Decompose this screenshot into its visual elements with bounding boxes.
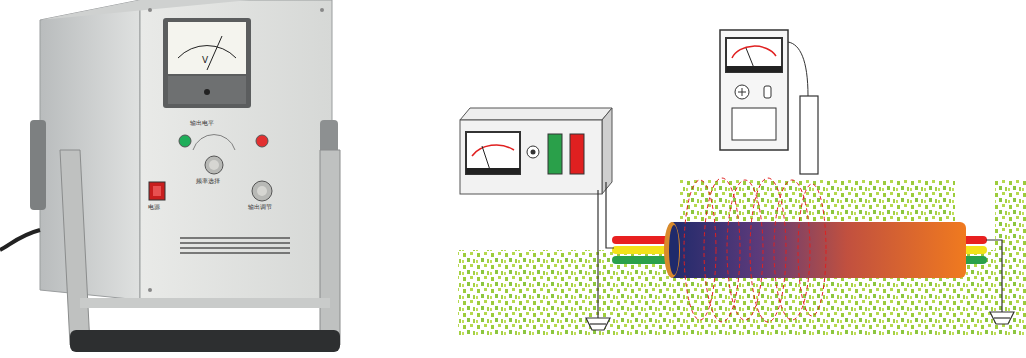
panel-label: 输出调节 xyxy=(248,204,272,210)
cable-schematic xyxy=(458,30,1026,335)
panel-label: 电源 xyxy=(148,204,160,210)
device-photo xyxy=(0,0,340,352)
panel-label: 频率选择 xyxy=(196,178,220,184)
panel-label: 输出电平 xyxy=(190,120,214,126)
meter-unit: V xyxy=(202,56,208,65)
